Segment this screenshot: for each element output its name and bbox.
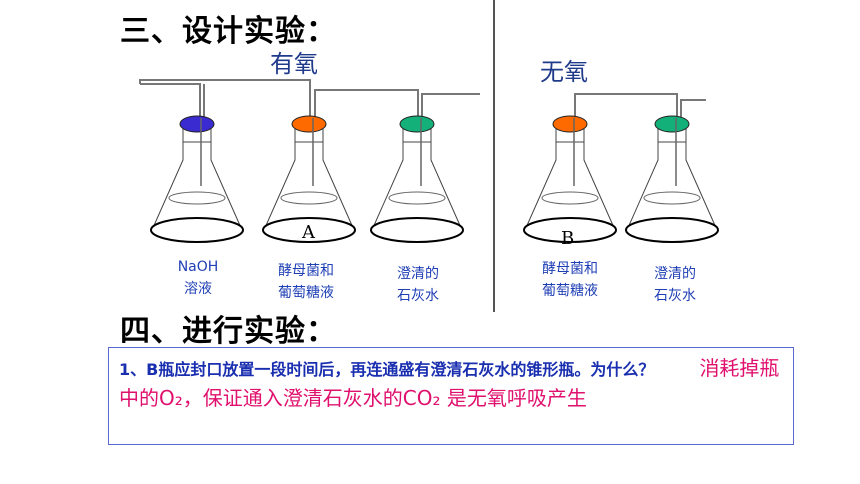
- flask-a-label: 酵母菌和 葡萄糖液: [278, 263, 334, 301]
- flask-limewater2-label: 澄清的 石灰水: [654, 266, 696, 304]
- flask-a-letter: A: [302, 222, 315, 243]
- question-answer-box: 1、B瓶应封口放置一段时间后，再连通盛有澄清石灰水的锥形瓶。为什么？ 消耗掉瓶中…: [108, 347, 794, 445]
- section3-title: 三、设计实验：: [120, 14, 337, 49]
- flasks: [150, 115, 719, 243]
- flask-naoh-label: NaOH 溶液: [177, 259, 219, 297]
- flask-b-letter: B: [561, 228, 575, 249]
- answer-text: 消耗掉瓶中的O₂，保证通入澄清石灰水的CO₂ 是无氧呼吸产生: [119, 356, 780, 410]
- flask-limewater1-label: 澄清的 石灰水: [397, 266, 439, 304]
- flask-b: [523, 115, 617, 243]
- anaerobic-condition-label: 无氧: [540, 58, 588, 86]
- section4-title: 四、进行实验：: [120, 314, 337, 349]
- flask-b-label: 酵母菌和 葡萄糖液: [542, 261, 598, 299]
- question-text: 1、B瓶应封口放置一段时间后，再连通盛有澄清石灰水的锥形瓶。为什么？: [119, 360, 655, 379]
- flask-limewater1: [370, 115, 464, 243]
- flask-naoh: [150, 115, 244, 243]
- divider-line: [493, 0, 495, 312]
- connecting-tubes: [139, 79, 706, 118]
- aerobic-condition-label: 有氧: [270, 50, 318, 78]
- flask-limewater2: [625, 115, 719, 243]
- flask-a: [262, 115, 356, 243]
